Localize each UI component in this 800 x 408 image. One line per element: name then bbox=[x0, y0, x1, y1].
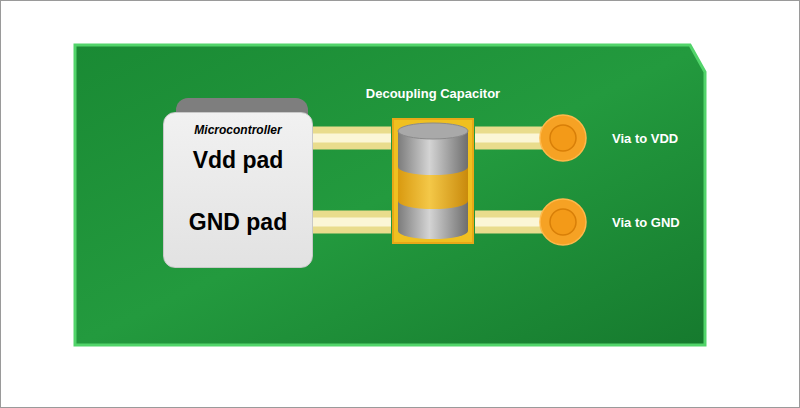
via-symbol bbox=[539, 114, 587, 162]
pad-label: Vdd pad bbox=[164, 147, 312, 174]
part-label: Decoupling Capacitor bbox=[366, 86, 500, 101]
copper-trace bbox=[313, 222, 391, 223]
via-node: Via to VDD bbox=[539, 114, 587, 162]
pad-label: GND pad bbox=[164, 209, 312, 236]
copper-trace bbox=[313, 138, 391, 139]
via-pad bbox=[540, 199, 586, 245]
capacitor-band bbox=[398, 167, 468, 209]
capacitor-node: Decoupling Capacitor bbox=[383, 86, 483, 246]
via-node: Via to GND bbox=[539, 198, 587, 246]
via-hole bbox=[550, 125, 576, 151]
microcontroller-box: MicrocontrollerVdd padGND pad bbox=[163, 112, 313, 268]
capacitor-symbol bbox=[391, 117, 475, 245]
solder-pad bbox=[393, 119, 473, 243]
capacitor-body bbox=[398, 131, 468, 239]
via-label: Via to GND bbox=[612, 215, 680, 230]
chip-heading: Microcontroller bbox=[164, 123, 312, 137]
via-symbol bbox=[539, 198, 587, 246]
via-pad bbox=[540, 115, 586, 161]
via-label: Via to VDD bbox=[612, 131, 678, 146]
capacitor-top bbox=[398, 123, 468, 139]
pcb-board bbox=[75, 45, 705, 345]
via-hole bbox=[550, 209, 576, 235]
